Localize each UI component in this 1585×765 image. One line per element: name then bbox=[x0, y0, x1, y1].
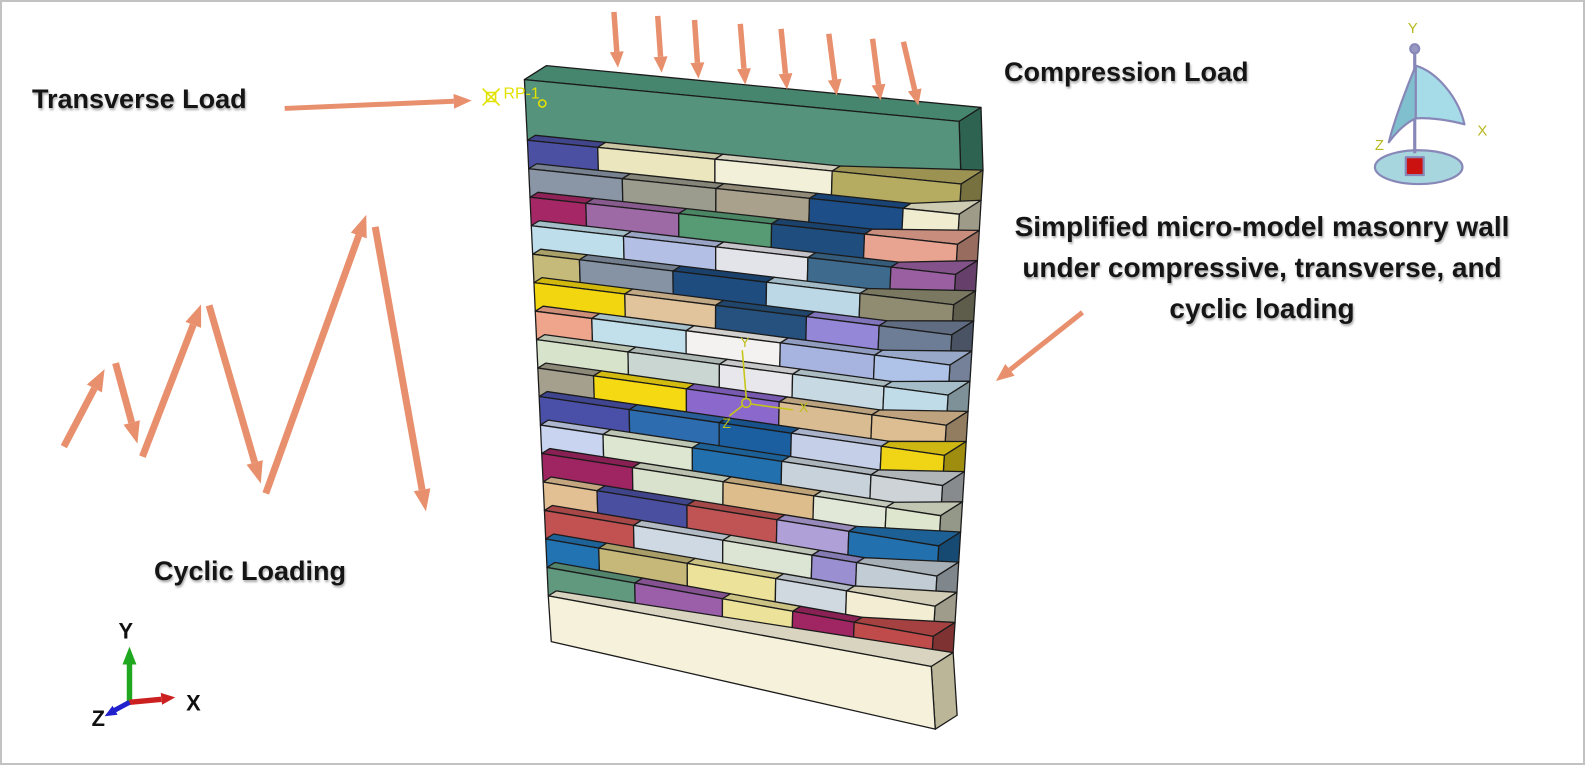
compass-y-label: Y bbox=[1408, 20, 1418, 37]
cyclic-arrow-head bbox=[350, 214, 367, 239]
cyclic-arrow-head bbox=[246, 460, 263, 484]
cyclic-arrow bbox=[262, 234, 363, 495]
coordinate-triad: Y X Z bbox=[92, 619, 202, 732]
cyclic-arrow bbox=[371, 226, 426, 491]
cyclic-arrow-head bbox=[86, 369, 105, 393]
y-axis-arrowhead bbox=[122, 646, 137, 665]
datum-y-axis bbox=[741, 350, 748, 398]
cyclic-arrow bbox=[60, 386, 98, 449]
datum-y-label: Y bbox=[740, 334, 749, 350]
rp-node-dot bbox=[537, 99, 547, 108]
datum-x-label: X bbox=[799, 399, 808, 415]
rp-square-icon bbox=[485, 91, 497, 103]
wall-description-line3: cyclic loading bbox=[1169, 293, 1355, 324]
compass-sail-left bbox=[1387, 64, 1417, 144]
compression-arrow-head bbox=[653, 56, 668, 73]
wall-description-line2: under compressive, transverse, and bbox=[1022, 252, 1502, 283]
compass-z-label: Z bbox=[1375, 137, 1384, 154]
datum-x-axis bbox=[750, 403, 794, 411]
compression-arrow bbox=[737, 23, 747, 69]
compression-arrow bbox=[611, 11, 620, 52]
compression-arrow bbox=[654, 15, 664, 57]
rp-cross-line bbox=[482, 87, 501, 107]
view-compass: Y X Z bbox=[1373, 20, 1487, 186]
x-axis-arrow bbox=[129, 696, 162, 706]
reference-point-marker: RP-1 bbox=[482, 85, 547, 108]
compass-x-label: X bbox=[1477, 122, 1487, 139]
compression-arrow-head bbox=[690, 62, 705, 79]
triad-x-label: X bbox=[186, 690, 201, 715]
compass-knob bbox=[1409, 43, 1421, 55]
cyclic-arrow-head bbox=[413, 488, 431, 512]
wall-datum-axes: Y X Z bbox=[722, 334, 808, 431]
compression-arrow-head bbox=[827, 78, 842, 96]
compression-arrow-head bbox=[736, 68, 751, 85]
z-axis-arrow bbox=[113, 700, 131, 713]
transverse-load-label: Transverse Load bbox=[32, 84, 247, 114]
z-axis-arrowhead bbox=[104, 705, 118, 717]
load-arrows bbox=[60, 11, 1085, 512]
base-beam bbox=[547, 595, 936, 730]
compass-sail-right bbox=[1414, 64, 1466, 126]
description-arrow-head bbox=[995, 363, 1015, 382]
datum-z-axis bbox=[728, 405, 743, 417]
compression-arrow bbox=[778, 28, 789, 74]
compass-square bbox=[1404, 156, 1425, 177]
compression-arrow-head bbox=[871, 83, 886, 101]
cyclic-arrow bbox=[112, 362, 136, 424]
compression-arrow-head bbox=[778, 73, 793, 90]
cyclic-arrow bbox=[205, 304, 259, 464]
cyclic-loading-label: Cyclic Loading bbox=[154, 556, 347, 586]
compression-arrow bbox=[691, 19, 701, 63]
cyclic-arrow bbox=[139, 323, 197, 458]
compression-arrow bbox=[900, 41, 918, 91]
compression-arrow bbox=[869, 38, 882, 86]
description-arrow bbox=[1008, 310, 1085, 372]
compression-arrow-head bbox=[609, 51, 624, 68]
transverse-arrow bbox=[284, 98, 454, 111]
cyclic-arrow-head bbox=[185, 304, 202, 328]
compression-arrow bbox=[826, 33, 838, 81]
triad-y-label: Y bbox=[119, 619, 134, 644]
cyclic-arrow-head bbox=[123, 420, 140, 444]
x-axis-arrowhead bbox=[160, 692, 176, 705]
compression-arrow-head bbox=[907, 88, 922, 106]
wall-description: Simplified micro-model masonry wall unde… bbox=[977, 206, 1547, 329]
triad-z-label: Z bbox=[92, 706, 105, 731]
rp-label: RP-1 bbox=[504, 85, 540, 102]
datum-z-label: Z bbox=[722, 415, 731, 431]
wall-description-line1: Simplified micro-model masonry wall bbox=[1014, 211, 1510, 242]
transverse-arrow-head bbox=[453, 93, 472, 109]
compression-load-label: Compression Load bbox=[1004, 57, 1249, 87]
datum-origin-circle bbox=[740, 397, 752, 409]
masonry-wall bbox=[523, 65, 984, 730]
